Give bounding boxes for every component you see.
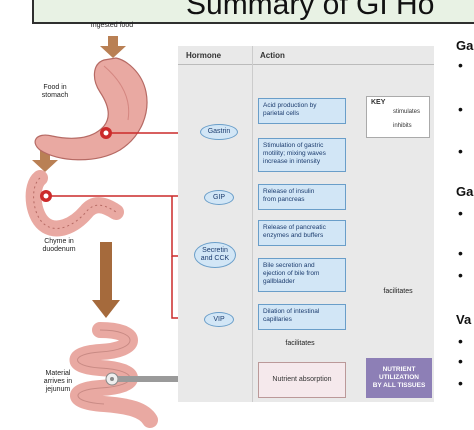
side-heading-2: Ga: [456, 184, 474, 199]
hormone-gastrin: Gastrin: [200, 124, 238, 140]
side-bullet: •: [458, 353, 463, 369]
side-bullet: •: [458, 57, 463, 73]
label-food-in-stomach: Food in stomach: [41, 84, 69, 99]
action-bile-secretion: Bile secretion and ejection of bile from…: [258, 258, 346, 292]
stomach-illustration: [34, 57, 148, 161]
side-bullet: •: [458, 143, 463, 159]
slide-title: Summary of GI Ho: [186, 0, 435, 21]
action-gastric-motility: Stimulation of gastric motility; mixing …: [258, 138, 346, 172]
side-heading-1: Ga: [456, 38, 474, 53]
side-bullet: •: [458, 205, 463, 221]
hormone-secretin-cck: Secretin and CCK: [194, 242, 236, 268]
side-bullet: •: [458, 333, 463, 349]
label-ingested-food: Ingested food: [90, 22, 134, 29]
duodenum-illustration: [25, 170, 124, 237]
facilitates-label-utilization: facilitates: [376, 288, 420, 296]
side-bullet: •: [458, 245, 463, 261]
side-heading-3: Va: [456, 312, 472, 327]
title-bar: Summary of GI Ho: [32, 0, 474, 24]
facilitates-label-absorption: facilitates: [278, 340, 322, 348]
action-capillary-dilation: Dilation of intestinal capillaries: [258, 304, 346, 330]
nutrient-utilization-box: NUTRIENT UTILIZATION BY ALL TISSUES: [366, 358, 432, 398]
jejunum-illustration: [69, 322, 158, 428]
column-divider: [252, 46, 253, 402]
nutrient-absorption-box: Nutrient absorption: [258, 362, 346, 398]
side-bullet: •: [458, 375, 463, 391]
side-bullet: •: [458, 101, 463, 117]
key-inhibits-label: inhibits: [393, 123, 412, 129]
key-title: KEY: [371, 99, 386, 106]
hormone-gip: GIP: [204, 190, 234, 205]
label-chyme-in-duodenum: Chyme in duodenum: [42, 238, 76, 253]
hormone-vip: VIP: [204, 312, 234, 327]
action-column-header: Action: [260, 48, 340, 64]
key-stimulates-label: stimulates: [393, 109, 421, 115]
legend-key: KEY stimulates inhibits: [366, 96, 430, 138]
side-bullet: •: [458, 267, 463, 283]
source-markers: [40, 127, 119, 386]
action-insulin-release: Release of insulin from pancreas: [258, 184, 346, 210]
action-acid-production: Acid production by parietal cells: [258, 98, 346, 124]
action-pancreatic-enzymes: Release of pancreatic enzymes and buffer…: [258, 220, 346, 246]
header-divider: [178, 64, 434, 65]
label-material-in-jejunum: Material arrives in jejunum: [43, 370, 73, 393]
hormone-column-header: Hormone: [186, 48, 246, 64]
